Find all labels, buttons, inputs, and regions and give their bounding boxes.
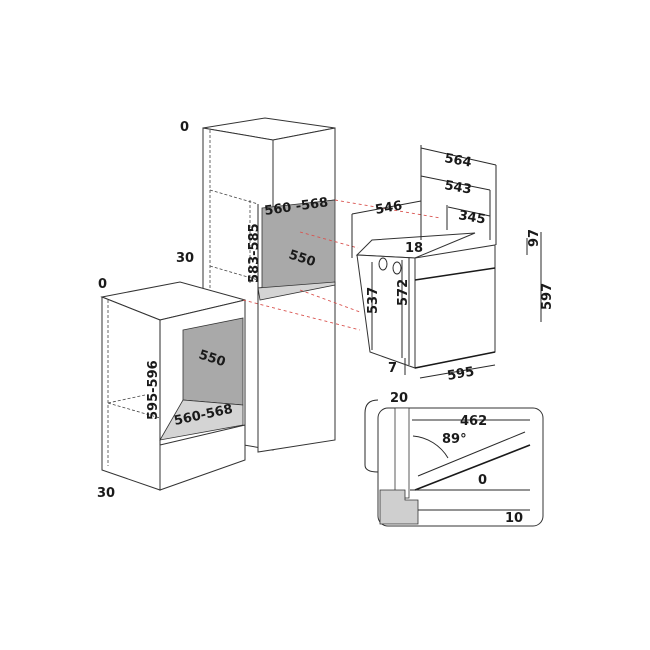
oven-front-width-label: 595 bbox=[446, 364, 475, 383]
oven-inner-height-label: 572 bbox=[396, 279, 411, 306]
oven-top-step-label: 18 bbox=[405, 241, 423, 256]
door-length-label: 462 bbox=[460, 414, 487, 429]
oven-body-height-label: 537 bbox=[366, 287, 381, 314]
tall-top-gap-label: 0 bbox=[180, 120, 189, 135]
oven-control-height-label: 97 bbox=[527, 229, 542, 247]
door-detail bbox=[364, 399, 544, 527]
tall-niche-height-label: 583-585 bbox=[247, 223, 262, 283]
base-bottom-offset-label: 30 bbox=[97, 486, 115, 501]
oven-bottom-step-label: 7 bbox=[388, 361, 397, 376]
base-top-gap-label: 0 bbox=[98, 277, 107, 292]
door-gap-top-label: 0 bbox=[478, 473, 487, 488]
alignment-guides bbox=[242, 199, 441, 331]
oven-depth-front-label: 543 bbox=[443, 178, 472, 197]
oven-top-depth-label: 345 bbox=[457, 208, 486, 227]
door-angle-label: 89° bbox=[442, 432, 467, 447]
door-gap-bottom-label: 10 bbox=[505, 511, 523, 526]
dimension-labels: 0 30 560 -568 583-585 550 0 30 595-596 5… bbox=[97, 120, 555, 526]
oven-total-depth-label: 564 bbox=[443, 151, 472, 170]
base-niche-height-label: 595-596 bbox=[146, 360, 161, 420]
oven-front-protrusion-label: 20 bbox=[390, 391, 408, 406]
oven-total-height-label: 597 bbox=[540, 283, 555, 310]
tall-side-offset-label: 30 bbox=[176, 251, 194, 266]
base-cabinet bbox=[100, 281, 246, 491]
oven-dimension-lines bbox=[351, 145, 542, 379]
oven-body-depth-label: 546 bbox=[374, 198, 403, 217]
tall-cabinet bbox=[202, 117, 336, 453]
